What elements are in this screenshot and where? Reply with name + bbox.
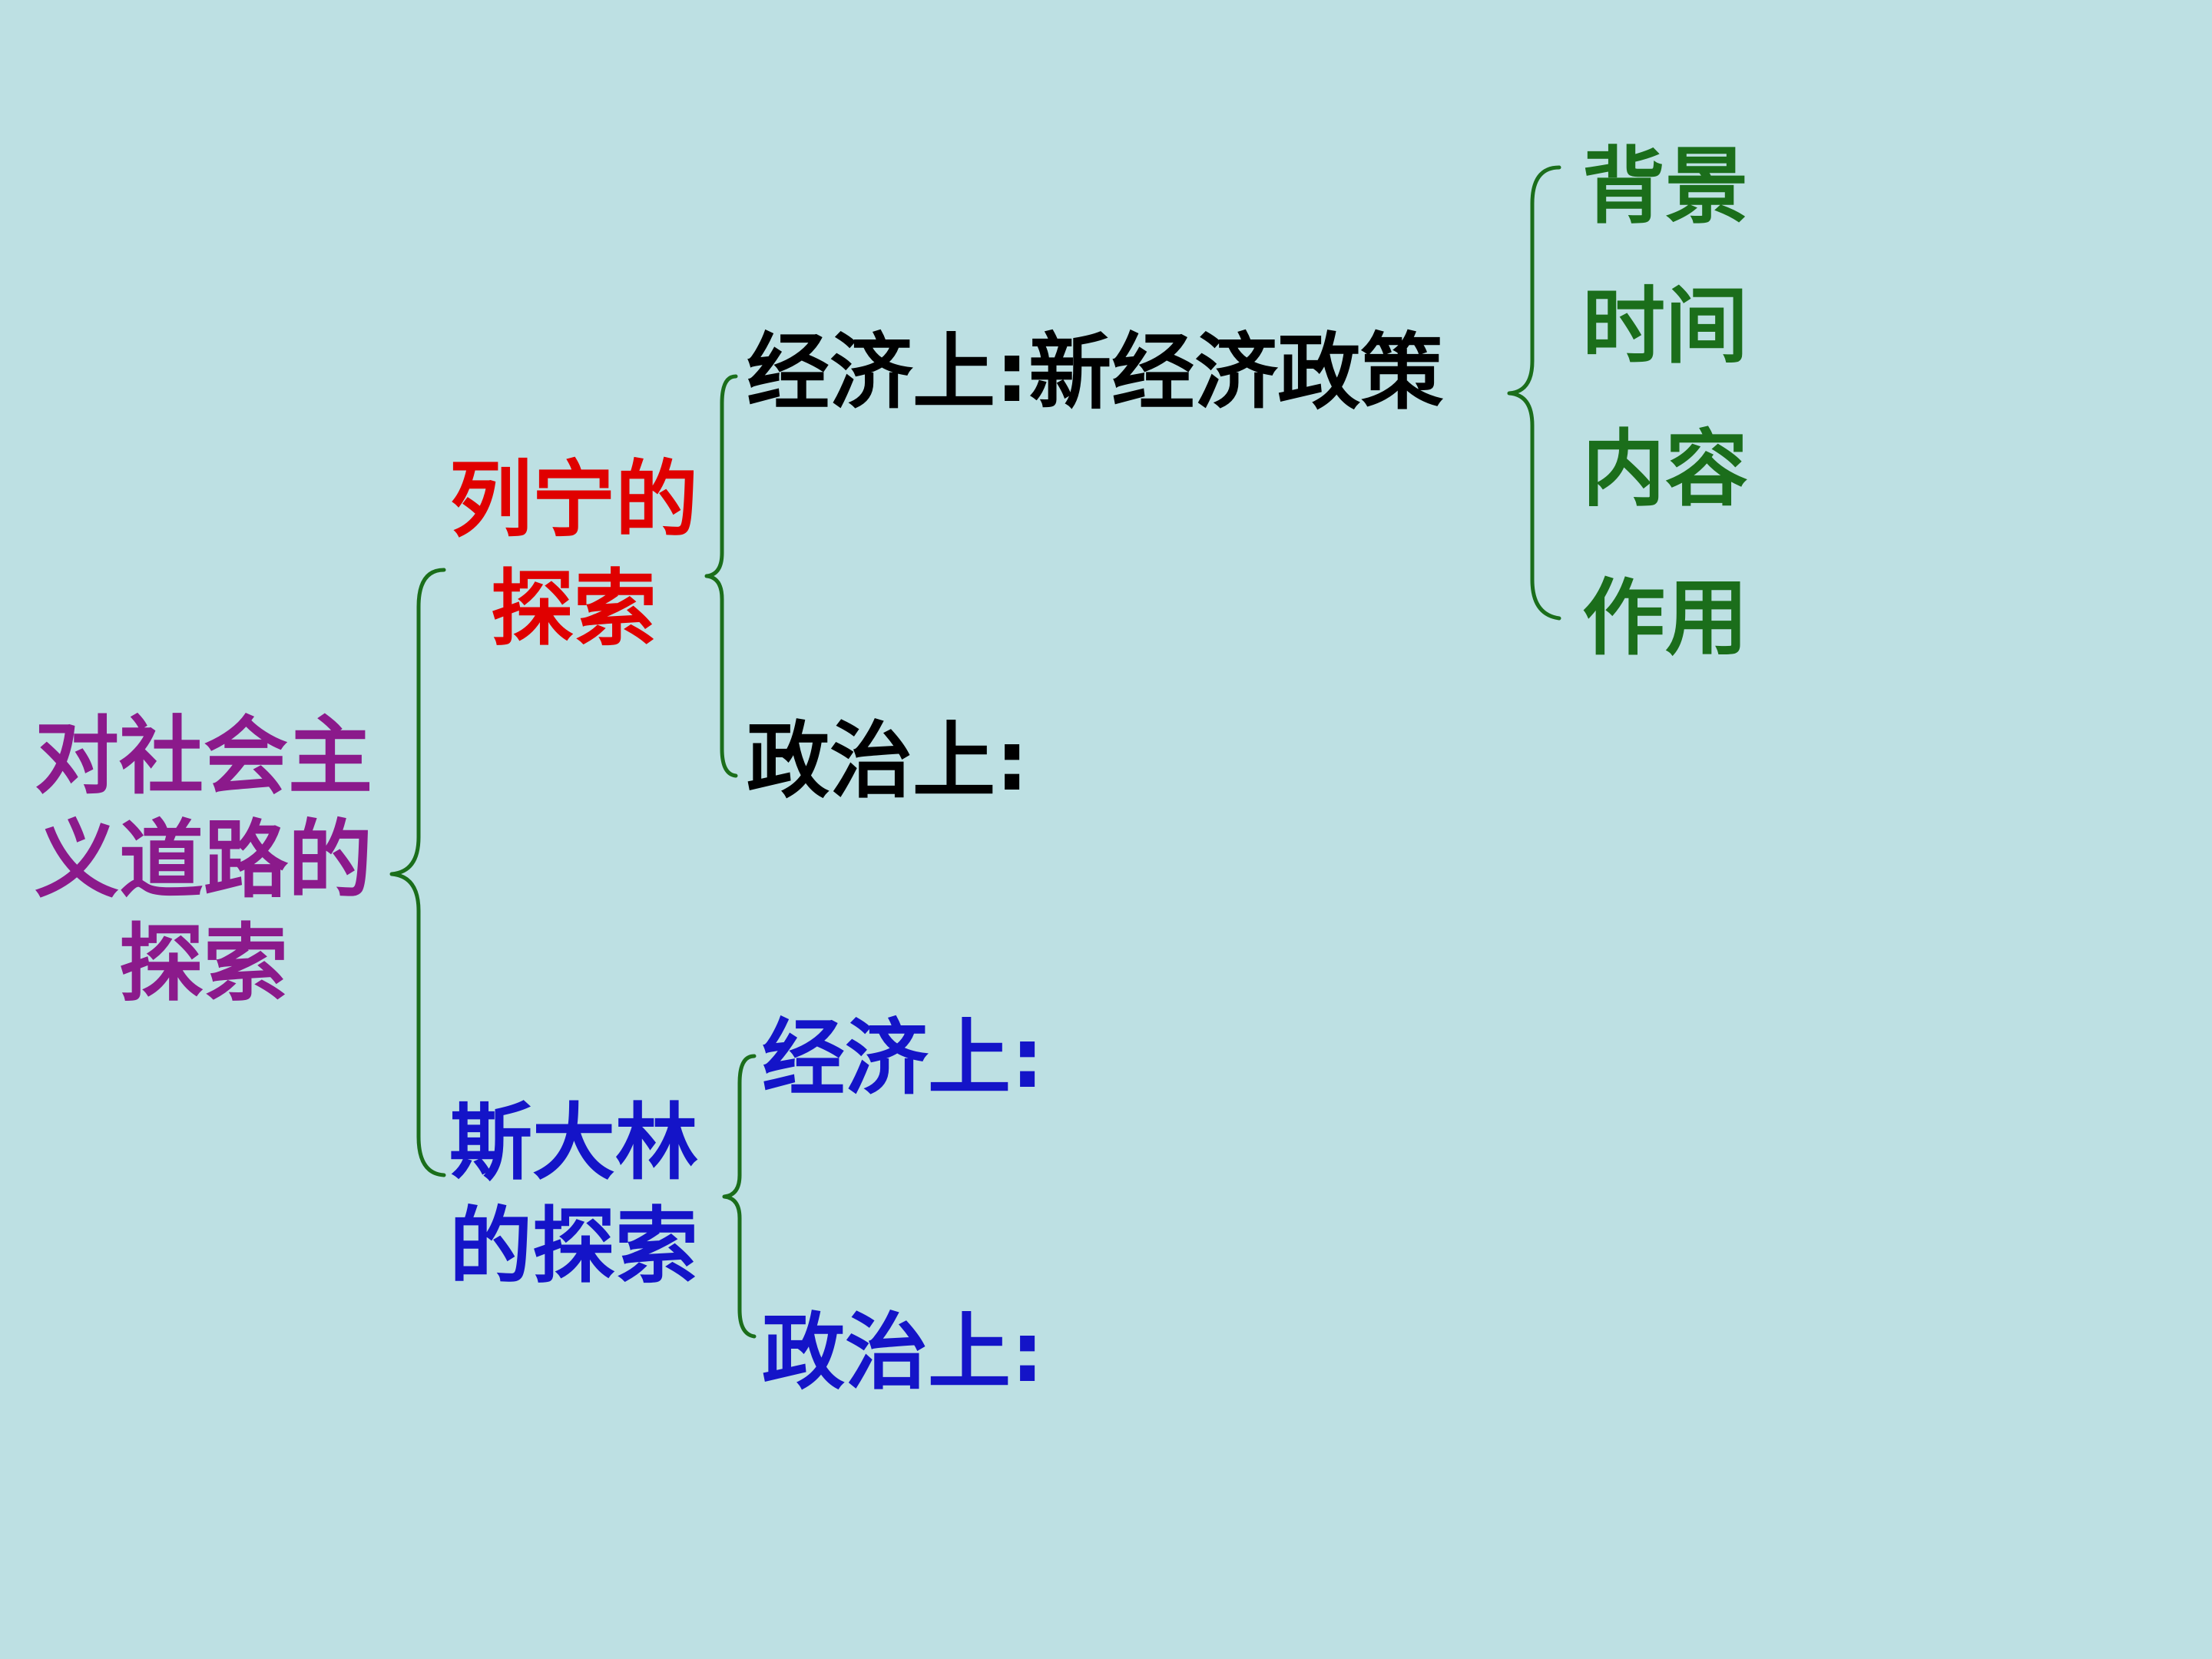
root-title-line2: 义道路的 [35,811,373,909]
lenin-economy-node: 经济上:新经济政策 [747,325,1444,421]
stalin-politics-node: 政治上: [762,1305,1045,1401]
root-brace [389,568,446,1177]
nep-item-content: 内容 [1582,422,1749,518]
stalin-economy-node: 经济上: [762,1011,1045,1107]
nep-item-effect: 作用 [1582,571,1749,667]
stalin-title-line2: 的探索 [449,1199,699,1295]
stalin-title-line1: 斯大林 [449,1095,699,1191]
stalin-brace [722,1054,757,1339]
root-title-line3: 探索 [119,915,288,1013]
nep-item-background: 背景 [1582,139,1749,235]
root-title-line1: 对社会主 [35,707,373,806]
lenin-brace [704,374,738,778]
nep-item-time: 时间 [1582,279,1749,375]
nep-brace [1507,165,1561,621]
lenin-title-line2: 探索 [490,561,657,657]
lenin-title-line1: 列宁的 [449,452,698,548]
lenin-politics-node: 政治上: [747,714,1029,810]
